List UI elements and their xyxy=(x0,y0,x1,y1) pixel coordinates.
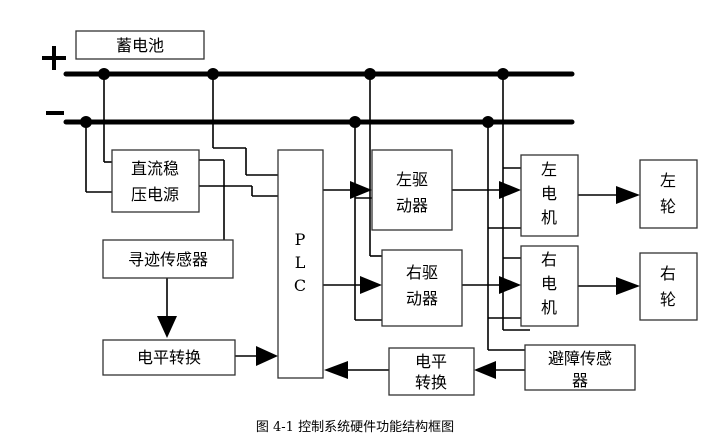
right-motor-box xyxy=(520,245,579,327)
figure-caption: 图 4-1 控制系统硬件功能结构框图 xyxy=(256,420,454,435)
left-motor-box xyxy=(520,154,579,237)
plc-letter-l: L xyxy=(295,253,306,272)
battery-box xyxy=(75,30,205,60)
plc-box xyxy=(277,149,324,379)
plc-letter-p: P xyxy=(295,230,306,249)
tracking-sensor-box xyxy=(102,239,234,279)
level-convert-left-box xyxy=(102,339,236,376)
plc-letter-c: C xyxy=(294,276,306,295)
obstacle-sensor-box xyxy=(524,344,636,391)
left-driver-label-2: 动器 xyxy=(396,196,428,215)
signal-wiring xyxy=(157,181,640,379)
left-wheel-box xyxy=(639,159,698,229)
obstacle-sensor-label-1: 避障传感 xyxy=(548,349,612,368)
left-driver-box xyxy=(371,149,453,231)
bus-taps xyxy=(85,74,530,351)
right-motor-label-1: 右 xyxy=(541,250,557,269)
right-driver-label-2: 动器 xyxy=(406,289,438,308)
junction-dots xyxy=(80,68,509,128)
tracking-sensor-label: 寻迹传感器 xyxy=(128,250,208,269)
battery-label: 蓄电池 xyxy=(116,36,164,55)
right-motor-label-3: 机 xyxy=(541,298,557,317)
left-wheel-label-1: 左 xyxy=(660,171,676,190)
left-driver-label-1: 左驱 xyxy=(396,170,428,189)
dc-supply-box xyxy=(111,149,200,213)
level-convert-left-label: 电平转换 xyxy=(137,348,201,367)
level-convert-right-label-2: 转换 xyxy=(415,373,447,392)
left-motor-label-1: 左 xyxy=(541,160,557,179)
right-wheel-box xyxy=(639,252,698,321)
left-wheel-label-2: 轮 xyxy=(660,197,676,216)
right-wheel-label-1: 右 xyxy=(660,264,676,283)
left-motor-label-3: 机 xyxy=(541,208,557,227)
dc-supply-label-2: 压电源 xyxy=(131,185,179,204)
left-motor-label-2: 电 xyxy=(541,184,557,203)
right-driver-label-1: 右驱 xyxy=(406,263,438,282)
level-convert-right-box xyxy=(388,347,475,396)
right-wheel-label-2: 轮 xyxy=(660,290,676,309)
supply-wiring xyxy=(199,147,278,240)
right-driver-box xyxy=(381,249,463,327)
obstacle-sensor-label-2: 器 xyxy=(572,371,588,390)
right-motor-label-2: 电 xyxy=(541,274,557,293)
level-convert-right-label-1: 电平 xyxy=(415,352,447,371)
dc-supply-label-1: 直流稳 xyxy=(131,159,179,178)
